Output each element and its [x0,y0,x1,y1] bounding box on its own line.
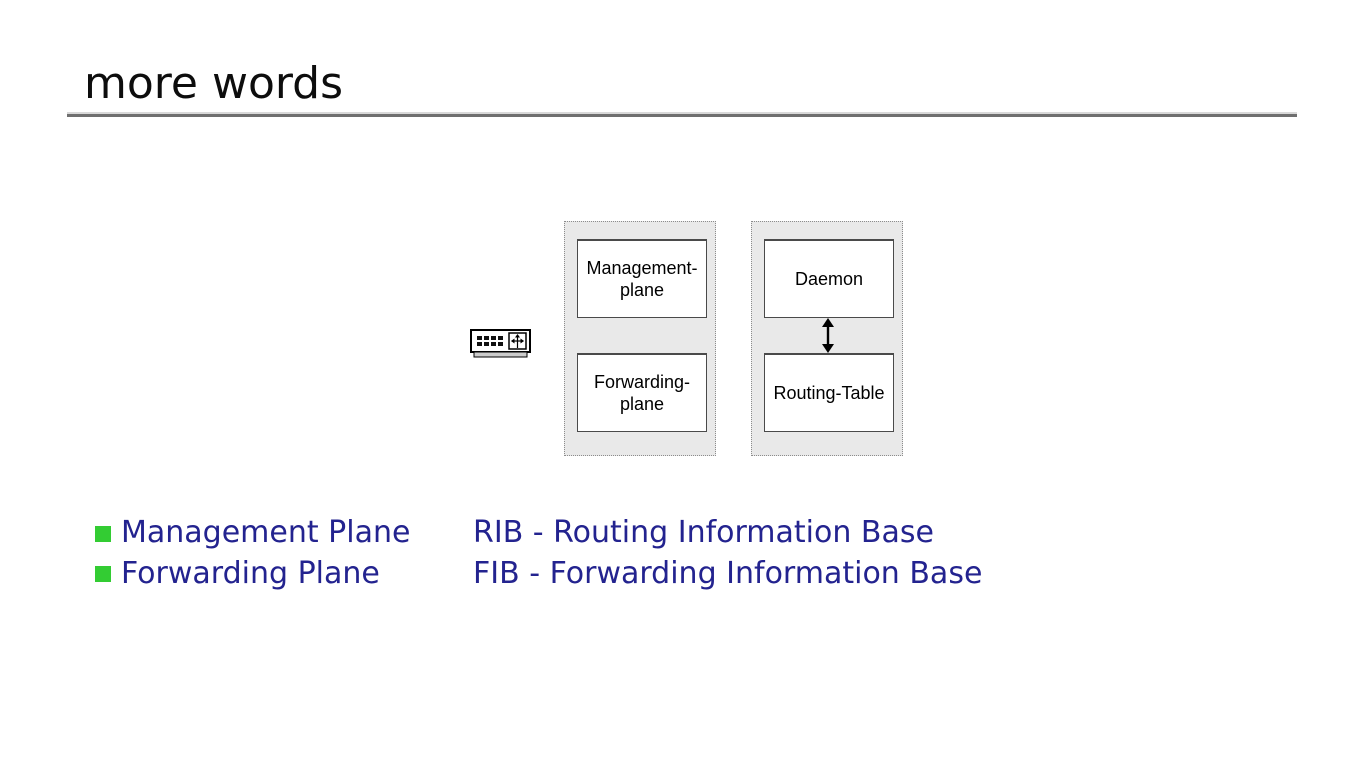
box-label-line: plane [619,280,665,300]
router-device-icon [470,329,531,358]
forwarding-plane-box: Forwarding- plane [577,353,707,432]
management-plane-box: Management- plane [577,239,707,318]
box-label-line: Daemon [794,269,864,289]
page-title: more words [84,58,344,109]
definition-rib: RIB - Routing Information Base [473,515,934,550]
bidirectional-arrow-icon [822,318,834,353]
box-label-line: plane [619,394,665,414]
definition-fib: FIB - Forwarding Information Base [473,556,983,591]
daemon-box: Daemon [764,239,894,318]
bullet-management-plane: Management Plane [121,515,411,550]
routing-table-box: Routing-Table [764,353,894,432]
title-underline-dark [67,114,1297,117]
bullet-forwarding-plane: Forwarding Plane [121,556,380,591]
title-underline-light [67,112,1297,114]
bullet-square-icon [95,526,111,542]
planes-group: Management- plane Forwarding- plane [564,221,716,456]
box-label-line: Management- [586,258,698,278]
box-label-line: Routing-Table [773,383,885,403]
bullet-square-icon [95,566,111,582]
box-label-line: Forwarding- [593,372,691,392]
